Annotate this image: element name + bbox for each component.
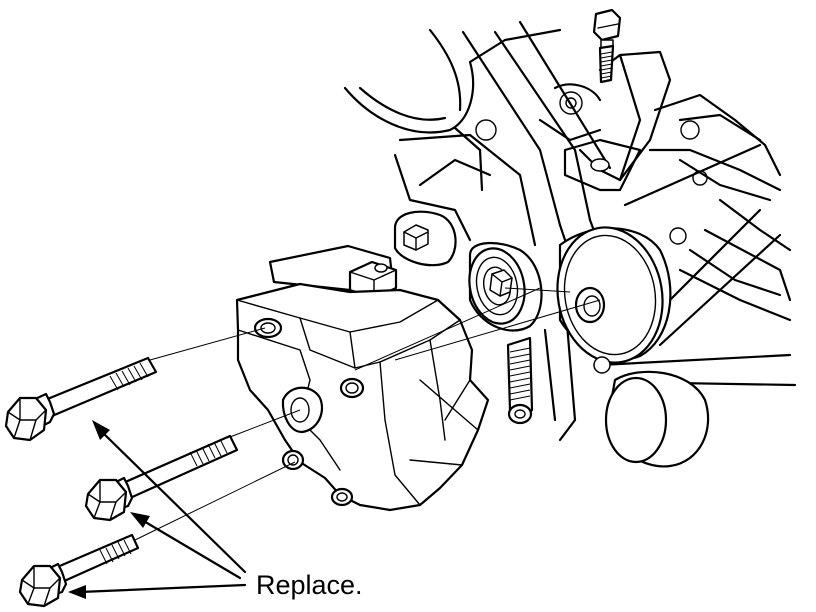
callout-arrows (68, 420, 247, 599)
engine-mount-bracket (235, 244, 490, 512)
tensioner-pulley (468, 241, 543, 332)
replace-label: Replace. (256, 570, 363, 600)
tensioner-arm (506, 336, 534, 425)
alignment-lines (134, 287, 601, 541)
idler-pulley (593, 356, 710, 468)
top-bolt (592, 8, 622, 84)
accessory-pulley (556, 226, 672, 364)
mount-nut (393, 210, 457, 267)
bolt-upper (4, 356, 158, 442)
bolt-middle (84, 434, 239, 522)
bolt-lower (18, 533, 140, 608)
engine-block-outline (343, 20, 797, 442)
